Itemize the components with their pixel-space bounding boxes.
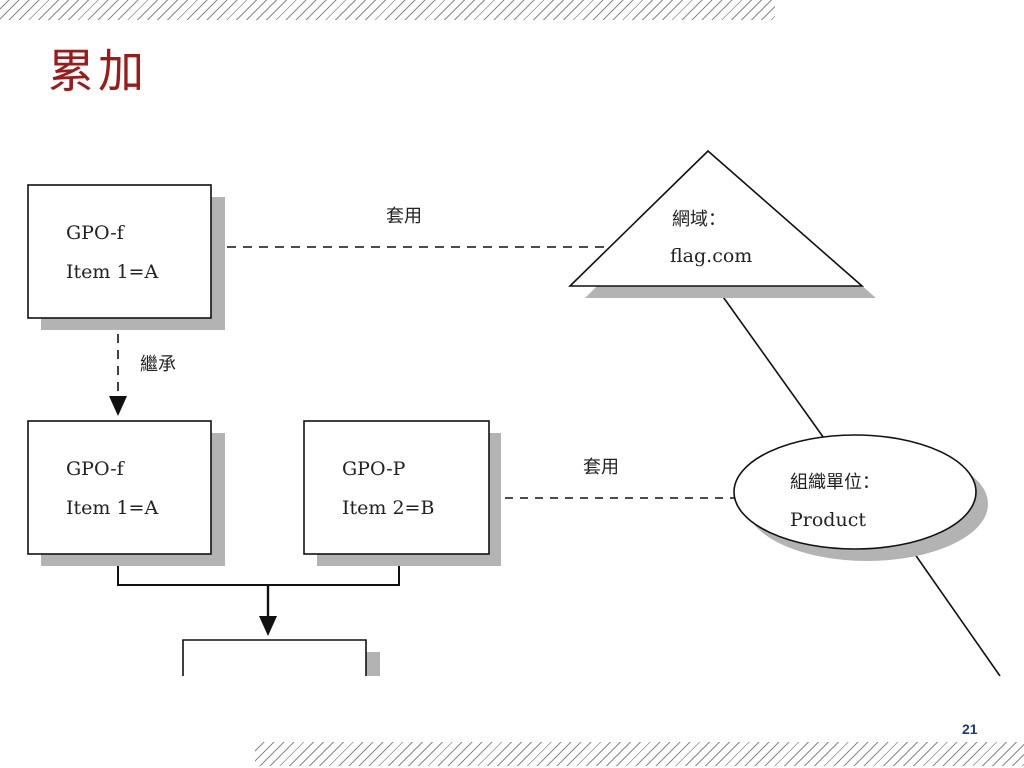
decorative-hatch-bottom <box>255 742 1024 766</box>
edge-label-apply-ou: 套用 <box>583 457 619 478</box>
gpo-f-top-box: GPO-f Item 1=A <box>27 184 225 330</box>
connectors <box>109 246 1001 677</box>
gpo-f-bottom-item: Item 1=A <box>66 497 158 519</box>
gpo-p-name: GPO-P <box>342 458 406 480</box>
domain-label: 網域： <box>672 209 726 230</box>
page-number: 21 <box>962 721 978 737</box>
domain-name: flag.com <box>670 245 752 267</box>
gpo-f-bottom-box: GPO-f Item 1=A <box>27 420 225 566</box>
domain-triangle: 網域： flag.com <box>568 149 876 298</box>
ou-name: Product <box>790 509 866 531</box>
ou-child-link <box>911 549 1001 677</box>
ou-ellipse: 組織單位： Product <box>733 434 988 561</box>
merge-arrowhead <box>259 616 277 636</box>
merge-connector <box>117 555 400 586</box>
edge-label-apply-domain: 套用 <box>386 206 422 227</box>
gpo-f-top-item: Item 1=A <box>66 261 158 283</box>
ou-label: 組織單位： <box>790 472 880 493</box>
decorative-hatch-top <box>0 0 775 20</box>
gpo-f-top-name: GPO-f <box>66 222 126 244</box>
inherit-arrowhead <box>109 396 127 416</box>
domain-ou-link <box>715 286 827 442</box>
gpo-p-item: Item 2=B <box>342 497 434 519</box>
gpo-p-box: GPO-P Item 2=B <box>303 420 501 566</box>
result-box <box>0 639 1024 706</box>
gpo-f-bottom-name: GPO-f <box>66 458 126 480</box>
edge-label-inherit: 繼承 <box>140 354 176 375</box>
slide-title: 累加 <box>48 44 148 98</box>
